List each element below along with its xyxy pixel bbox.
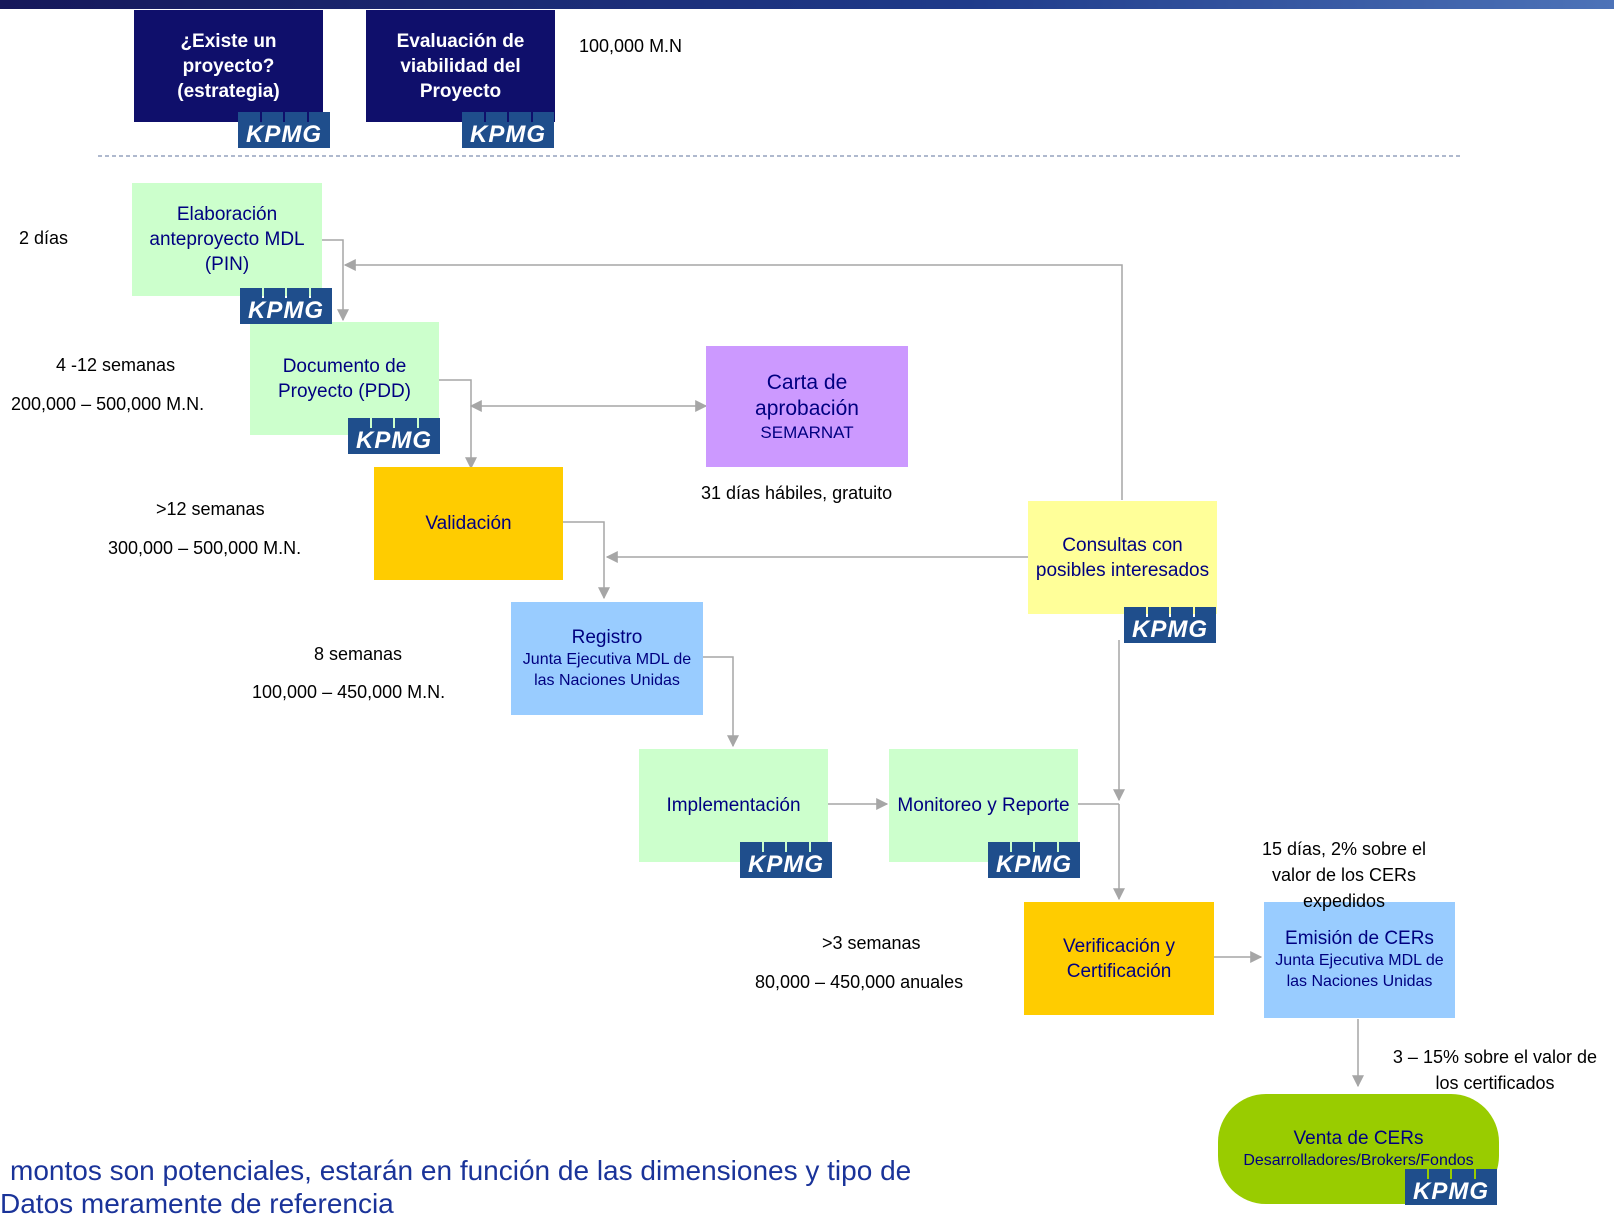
verificacion-text: Verificación y Certificación — [1063, 935, 1175, 982]
evaluacion-cost-label: 100,000 M.N — [579, 36, 683, 56]
carta-aprobacion-box: Carta de aprobación SEMARNAT — [706, 346, 908, 467]
kpmg-logo: KPMG — [240, 288, 332, 324]
verificacion-time-label: >3 semanas — [822, 933, 921, 953]
registro-box: Registro Junta Ejecutiva MDL de las Naci… — [511, 602, 703, 715]
kpmg-logo: KPMG — [1405, 1169, 1497, 1205]
kpmg-logo: KPMG — [1124, 607, 1216, 643]
emision-title: Emisión de CERs — [1285, 928, 1434, 949]
kpmg-logo-text: KPMG — [240, 298, 332, 324]
consultas-text: Consultas con posibles interesados — [1035, 534, 1210, 581]
existe-proyecto-box: ¿Existe un proyecto? (estrategia) — [134, 10, 323, 122]
existe-proyecto-text: ¿Existe un proyecto? (estrategia) — [177, 30, 280, 102]
top-banner — [0, 0, 1614, 9]
kpmg-logo-text: KPMG — [740, 852, 832, 878]
evaluacion-viabilidad-box: Evaluación de viabilidad del Proyecto — [366, 10, 555, 122]
carta-sub: SEMARNAT — [760, 423, 854, 442]
footnote-line-1: montos son potenciales, estarán en funci… — [10, 1155, 912, 1186]
kpmg-logo-text: KPMG — [238, 122, 330, 148]
validacion-time-label: >12 semanas — [156, 499, 265, 519]
pdd-text: Documento de Proyecto (PDD) — [277, 355, 412, 402]
arrow-consultas-to-pin — [343, 259, 1123, 500]
monitoreo-text: Monitoreo y Reporte — [897, 795, 1070, 816]
arrow-validacion-to-registro — [562, 521, 610, 600]
venta-box: Venta de CERs Desarrolladores/Brokers/Fo… — [1218, 1094, 1499, 1204]
consultas-box: Consultas con posibles interesados — [1028, 501, 1217, 614]
registro-cost-label: 100,000 – 450,000 M.N. — [252, 682, 446, 702]
venta-info-label: 3 – 15% sobre el valor de los certificad… — [1392, 1047, 1598, 1093]
kpmg-logo: KPMG — [238, 112, 330, 148]
verificacion-box: Verificación y Certificación — [1024, 902, 1214, 1015]
kpmg-logo: KPMG — [348, 418, 440, 454]
registro-title: Registro — [571, 626, 643, 648]
registro-sub: Junta Ejecutiva MDL de las Naciones Unid… — [522, 650, 692, 689]
implementacion-text: Implementación — [666, 795, 801, 816]
kpmg-logo-text: KPMG — [988, 852, 1080, 878]
pin-box: Elaboración anteproyecto MDL (PIN) — [132, 183, 322, 296]
registro-time-label: 8 semanas — [314, 644, 403, 664]
kpmg-logo-text: KPMG — [1124, 617, 1216, 643]
verificacion-cost-label: 80,000 – 450,000 anuales — [755, 972, 964, 992]
emision-box: Emisión de CERs Junta Ejecutiva MDL de l… — [1264, 902, 1455, 1018]
kpmg-logo: KPMG — [462, 112, 554, 148]
pdd-box: Documento de Proyecto (PDD) — [250, 322, 439, 435]
emision-info-label: 15 días, 2% sobre el valor de los CERs e… — [1261, 839, 1427, 911]
pdd-time-label: 4 -12 semanas — [56, 355, 176, 375]
venta-title: Venta de CERs — [1293, 1127, 1424, 1149]
arrow-pdd-to-validacion — [439, 379, 477, 470]
pin-text: Elaboración anteproyecto MDL (PIN) — [149, 204, 305, 275]
carta-info-label: 31 días hábiles, gratuito — [701, 483, 893, 503]
kpmg-logo-text: KPMG — [462, 122, 554, 148]
pin-time-label: 2 días — [19, 228, 69, 248]
validacion-cost-label: 300,000 – 500,000 M.N. — [108, 538, 302, 558]
pdd-cost-label: 200,000 – 500,000 M.N. — [11, 394, 205, 414]
kpmg-logo-text: KPMG — [1405, 1179, 1497, 1205]
emision-sub: Junta Ejecutiva MDL de las Naciones Unid… — [1275, 952, 1444, 990]
footnote-line-2: Datos meramente de referencia — [0, 1188, 394, 1219]
evaluacion-viabilidad-text: Evaluación de viabilidad del Proyecto — [396, 30, 525, 102]
arrow-pin-to-pdd — [317, 239, 349, 322]
kpmg-logo: KPMG — [988, 842, 1080, 878]
validacion-box: Validación — [374, 467, 563, 580]
venta-sub: Desarrolladores/Brokers/Fondos — [1243, 1151, 1474, 1169]
carta-title: Carta de aprobación — [755, 371, 859, 420]
kpmg-logo-text: KPMG — [348, 428, 440, 454]
validacion-text: Validación — [425, 513, 512, 534]
arrow-registro-to-implementacion — [703, 656, 739, 748]
kpmg-logo: KPMG — [740, 842, 832, 878]
